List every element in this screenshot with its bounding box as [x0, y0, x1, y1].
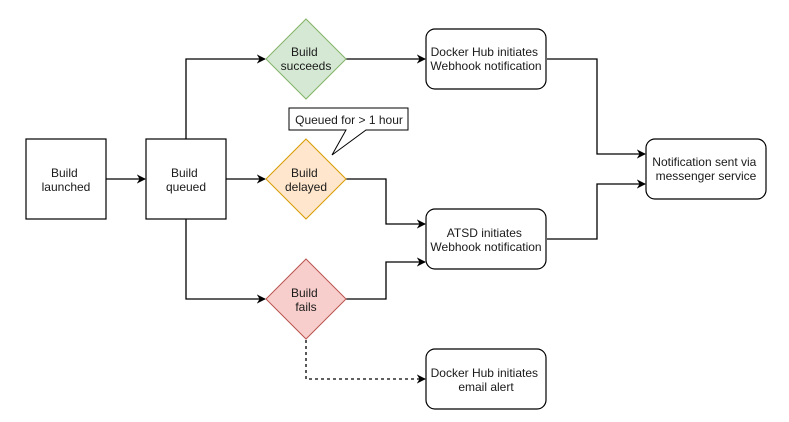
node-label-line: Build — [291, 45, 318, 59]
decision-build-delayed[interactable]: Build delayed — [265, 138, 347, 220]
node-label-line: fails — [295, 300, 316, 314]
node-label-line: Webhook notification — [430, 240, 541, 254]
edges — [106, 54, 646, 384]
svg-text:Build delayed: Build delayed — [285, 166, 327, 194]
node-label-line: Webhook notification — [430, 59, 541, 73]
node-build-launched[interactable]: Build launched — [25, 138, 107, 220]
edge-fails-to-atsd-webhook — [346, 257, 426, 300]
node-label-line: Build — [291, 166, 318, 180]
svg-text:Docker Hub initiates Web: Docker Hub initiates Webhook notificatio… — [430, 45, 541, 73]
node-label-line: Docker Hub initiates — [431, 45, 538, 59]
edge-atsd-webhook-to-messenger — [547, 179, 646, 240]
node-build-queued[interactable]: Build queued — [145, 138, 227, 220]
edge-fails-to-dockerhub-email — [305, 340, 426, 384]
diamond-shape — [265, 18, 347, 100]
edge-queued-to-succeeds — [185, 54, 266, 139]
node-label-line: Build — [291, 286, 318, 300]
node-atsd-webhook[interactable]: ATSD initiates Webhook notification — [425, 208, 547, 270]
node-label-line: Build — [171, 166, 198, 180]
node-label-line: launched — [42, 180, 91, 194]
edge-queued-to-fails — [185, 219, 266, 304]
node-label-line: Build — [51, 166, 78, 180]
svg-text:Build succeeds: Build succeeds — [281, 45, 332, 73]
svg-text:Build fails: Build fails — [291, 286, 321, 314]
node-label-line: messenger service — [656, 169, 757, 183]
diamond-shape — [265, 138, 347, 220]
node-label-line: succeeds — [281, 59, 332, 73]
node-label-line: ATSD initiates — [447, 226, 522, 240]
decision-build-succeeds[interactable]: Build succeeds — [265, 18, 347, 100]
node-label-line: Notification sent via — [652, 155, 756, 169]
svg-text:ATSD initiates Webhook n: ATSD initiates Webhook notification — [430, 226, 541, 254]
diamond-shape — [265, 258, 347, 340]
callout-queued-duration: Queued for > 1 hour — [288, 107, 409, 156]
node-messenger-notification[interactable]: Notification sent via messenger service — [645, 138, 767, 200]
node-dockerhub-webhook[interactable]: Docker Hub initiates Webhook notificatio… — [425, 28, 547, 90]
decision-build-fails[interactable]: Build fails — [265, 258, 347, 340]
node-label-line: Docker Hub initiates — [431, 366, 538, 380]
svg-text:Notification sent via me: Notification sent via messenger service — [652, 155, 759, 183]
callout-text: Queued for > 1 hour — [295, 113, 403, 127]
edge-delayed-to-atsd-webhook — [346, 178, 426, 229]
edge-dockerhub-webhook-to-messenger — [547, 58, 646, 159]
node-label-line: email alert — [458, 380, 514, 394]
node-dockerhub-email[interactable]: Docker Hub initiates email alert — [425, 348, 547, 410]
svg-text:Build launched: Build launched — [42, 166, 91, 194]
node-label-line: delayed — [285, 180, 327, 194]
svg-text:Docker Hub initiates ema: Docker Hub initiates email alert — [431, 366, 542, 394]
node-label-line: queued — [166, 180, 206, 194]
svg-text:Build queued: Build queued — [166, 166, 206, 194]
